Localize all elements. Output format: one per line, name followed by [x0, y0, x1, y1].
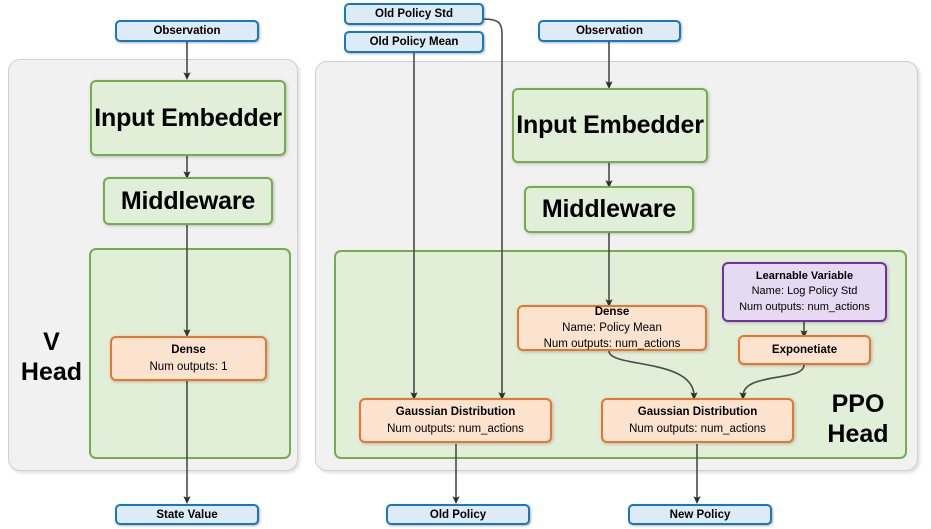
input-observation-ppo-label: Observation	[575, 25, 644, 37]
output-state-value[interactable]: State Value	[115, 504, 259, 525]
ppo-dense-title: Dense	[594, 305, 630, 318]
output-old-policy-label: Old Policy	[429, 508, 487, 521]
v-head-caption-line1: V	[43, 328, 60, 356]
ppo-exponetiate-title: Exponetiate	[771, 343, 838, 356]
v-head-caption: V Head	[14, 328, 89, 387]
v-dense[interactable]: Dense Num outputs: 1	[110, 336, 267, 381]
ppo-gaussian-distribution-new[interactable]: Gaussian Distribution Num outputs: num_a…	[601, 398, 794, 443]
ppo-middleware[interactable]: Middleware	[524, 186, 694, 233]
input-observation-v[interactable]: Observation	[115, 20, 259, 42]
v-input-embedder-label: Input Embedder	[94, 103, 282, 132]
ppo-learnable-variable[interactable]: Learnable Variable Name: Log Policy Std …	[722, 262, 887, 322]
v-dense-line-1: Num outputs: 1	[149, 360, 228, 373]
input-observation-ppo[interactable]: Observation	[538, 20, 681, 42]
output-old-policy[interactable]: Old Policy	[386, 504, 530, 525]
output-new-policy-label: New Policy	[669, 508, 731, 521]
input-observation-v-label: Observation	[153, 25, 221, 37]
ppo-gaussian-distribution-old[interactable]: Gaussian Distribution Num outputs: num_a…	[359, 398, 552, 443]
input-old-policy-mean[interactable]: Old Policy Mean	[344, 31, 484, 53]
ppo-gaussian-new-line-1: Num outputs: num_actions	[629, 422, 766, 435]
ppo-dense-line-1: Name: Policy Mean	[562, 321, 662, 334]
output-new-policy[interactable]: New Policy	[628, 504, 772, 525]
input-old-policy-std[interactable]: Old Policy Std	[344, 3, 484, 25]
v-middleware[interactable]: Middleware	[103, 177, 273, 225]
input-old-policy-std-label: Old Policy Std	[375, 8, 453, 20]
ppo-head-caption: PPO Head	[818, 390, 898, 449]
ppo-gaussian-old-line-1: Num outputs: num_actions	[387, 422, 524, 435]
ppo-exponetiate[interactable]: Exponetiate	[738, 335, 871, 365]
ppo-gaussian-new-title: Gaussian Distribution	[637, 406, 758, 419]
ppo-learnable-variable-line-2: Num outputs: num_actions	[739, 300, 870, 313]
ppo-gaussian-old-title: Gaussian Distribution	[395, 406, 516, 419]
v-middleware-label: Middleware	[120, 186, 256, 215]
ppo-input-embedder[interactable]: Input Embedder	[512, 88, 708, 163]
v-head-caption-line2: Head	[20, 357, 83, 386]
ppo-learnable-variable-line-1: Name: Log Policy Std	[751, 285, 858, 298]
ppo-dense-policy-mean[interactable]: Dense Name: Policy Mean Num outputs: num…	[517, 305, 707, 351]
v-dense-title: Dense	[171, 344, 206, 357]
v-input-embedder[interactable]: Input Embedder	[90, 80, 286, 156]
ppo-learnable-variable-title: Learnable Variable	[755, 269, 854, 282]
ppo-head-caption-line1: PPO	[831, 390, 885, 418]
ppo-dense-line-2: Num outputs: num_actions	[543, 338, 681, 351]
ppo-head-caption-line2: Head	[827, 419, 889, 448]
ppo-middleware-label: Middleware	[541, 195, 677, 223]
output-state-value-label: State Value	[156, 508, 218, 521]
input-old-policy-mean-label: Old Policy Mean	[369, 36, 459, 48]
ppo-input-embedder-label: Input Embedder	[516, 111, 704, 139]
